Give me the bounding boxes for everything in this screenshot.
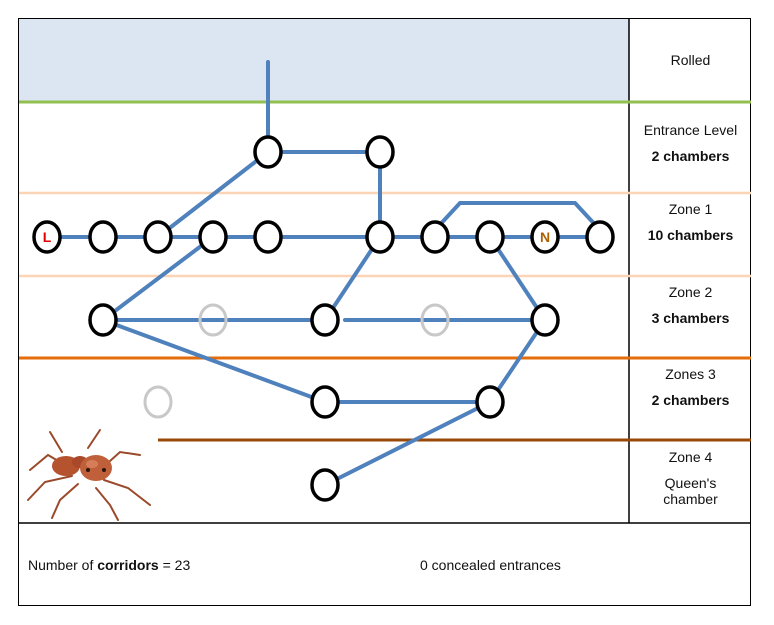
zone-entrance-label: Entrance Level 2 chambers: [630, 122, 751, 165]
chamber-node: [143, 220, 173, 254]
zone-2-label: Zone 2 3 chambers: [630, 284, 751, 327]
marker-L: L: [43, 229, 52, 245]
chamber-node: [253, 220, 283, 254]
rolled-band: [19, 19, 629, 102]
zone-subtitle: 3 chambers: [651, 310, 730, 326]
chamber-node: [585, 220, 615, 254]
zone-title: Zones 3: [665, 366, 716, 382]
ghost-chamber-node: [420, 303, 450, 337]
zone-title: Zone 4: [668, 449, 713, 465]
chamber-node-N: N: [530, 220, 560, 254]
corridor-count-bold: corridors: [97, 557, 159, 573]
chamber-node: [365, 220, 395, 254]
chamber-node: [365, 135, 395, 169]
zone-title: Entrance Level: [643, 122, 738, 138]
chambers: L N: [32, 135, 615, 502]
corridor-edge: [323, 400, 492, 487]
zone-subtitle: 2 chambers: [651, 392, 730, 408]
zone-rolled-label: Rolled: [630, 52, 751, 69]
diagram-frame: [18, 18, 751, 606]
chamber-node: [475, 385, 505, 419]
chamber-node: [420, 220, 450, 254]
zone-subtitle: 10 chambers: [647, 227, 734, 243]
corridor-edge: [101, 235, 215, 322]
zone-3-label: Zones 3 2 chambers: [630, 366, 751, 409]
zone-title: Rolled: [670, 52, 711, 68]
chamber-node: [310, 303, 340, 337]
zone-title: Zone 1: [668, 201, 713, 217]
zone-4-label: Zone 4 Queen's chamber: [630, 449, 751, 507]
ghost-chamber-node: [143, 385, 173, 419]
corridor-edge: [156, 150, 270, 239]
corridor-edge: [488, 235, 547, 322]
corridor-edge: [488, 318, 547, 404]
concealed-entrances: 0 concealed entrances: [420, 557, 561, 573]
chamber-node: [530, 303, 560, 337]
ghost-chamber-node: [198, 303, 228, 337]
chamber-node: [253, 135, 283, 169]
chamber-node: [88, 303, 118, 337]
corridor-count-value: = 23: [158, 557, 191, 573]
chamber-node: [198, 220, 228, 254]
ant-photo: [19, 420, 156, 522]
zone-subtitle: 2 chambers: [651, 148, 730, 164]
zone-title: Zone 2: [668, 284, 713, 300]
corridor-edge: [101, 318, 327, 404]
corridor-edge: [433, 201, 602, 232]
chamber-node: [475, 220, 505, 254]
queen-chamber-node: [310, 468, 340, 502]
corridor-count: Number of corridors = 23: [28, 557, 190, 573]
zone-subtitle: Queen's chamber: [663, 475, 718, 507]
zone-1-label: Zone 1 10 chambers: [630, 201, 751, 244]
corridor-count-prefix: Number of: [28, 557, 98, 573]
corridor-edge: [323, 235, 382, 322]
chamber-node-L: L: [32, 220, 62, 254]
chamber-node: [310, 385, 340, 419]
chamber-node: [88, 220, 118, 254]
corridor-edges: [45, 60, 602, 487]
marker-N: N: [540, 229, 550, 245]
